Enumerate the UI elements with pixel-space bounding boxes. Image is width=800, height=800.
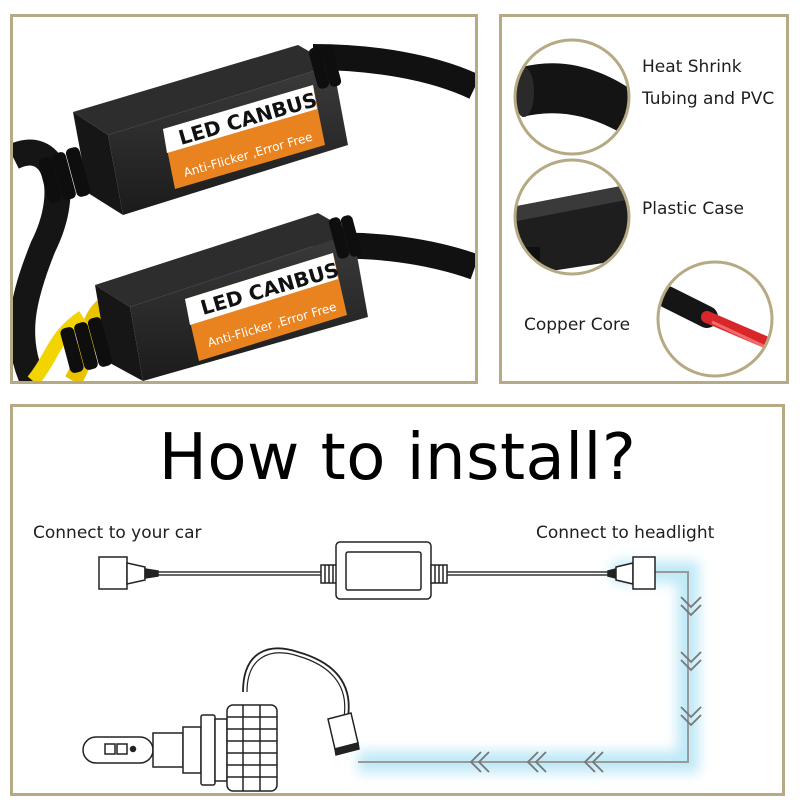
yellow-wire — [27, 311, 88, 381]
feature-detail-circles — [513, 38, 774, 378]
feature-label-line: Heat Shrink — [642, 57, 742, 77]
install-panel: How to install? Connect to your car Conn… — [10, 404, 785, 796]
heat-shrink-closeup — [515, 40, 629, 154]
connect-car-label: Connect to your car — [33, 523, 202, 543]
cable — [13, 139, 71, 381]
decoder-unit-top — [38, 45, 348, 215]
car-connector — [98, 556, 159, 590]
led-bulb — [82, 704, 278, 792]
headlight-connector — [607, 556, 656, 590]
feature-label-copper-core: Copper Core — [524, 315, 631, 335]
decoder-box — [320, 541, 448, 600]
connect-headlight-label: Connect to headlight — [536, 523, 715, 543]
canbus-decoders-illustration: LED CANBUS Anti-Flicker ,Error Free LED … — [13, 44, 475, 381]
product-photo-panel: LED CANBUS Anti-Flicker ,Error Free LED … — [10, 14, 478, 384]
chevrons-left — [469, 751, 604, 773]
feature-label-heat-shrink: Heat Shrink Tubing and PVC — [642, 51, 774, 115]
install-title: How to install? — [158, 421, 637, 495]
plastic-case-closeup — [515, 160, 629, 274]
bulb-cable — [242, 647, 350, 718]
install-wiring-diagram — [82, 541, 702, 792]
route-glow — [358, 561, 699, 773]
decoder-unit-bottom — [60, 213, 368, 381]
features-panel: Heat Shrink Tubing and PVC Plastic Case … — [499, 14, 789, 384]
feature-label-line: Tubing and PVC — [642, 89, 775, 109]
chevrons-down — [680, 596, 702, 727]
route-line — [358, 571, 689, 763]
copper-core-closeup — [658, 262, 772, 376]
feature-label-plastic-case: Plastic Case — [642, 199, 744, 219]
bulb-plug — [327, 712, 360, 756]
